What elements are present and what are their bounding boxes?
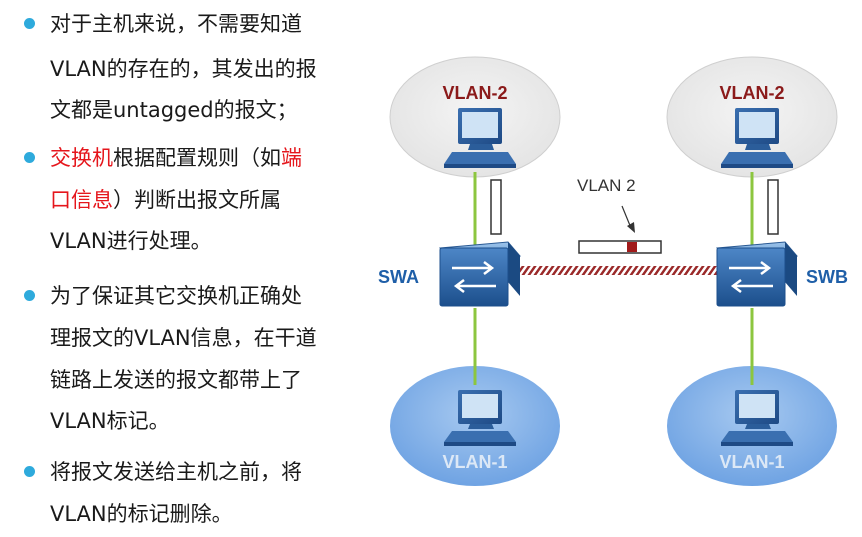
text-span: 将报文发送给主机之前，将 bbox=[50, 460, 302, 484]
bullet-line: 文都是untagged的报文； bbox=[50, 96, 298, 124]
vlan1-label-left: VLAN-1 bbox=[442, 452, 507, 472]
trunk-link bbox=[520, 266, 717, 275]
text-span: VLAN的存在的，其发出的报 bbox=[50, 57, 317, 81]
text-span: 为了保证其它交换机正确处 bbox=[50, 284, 302, 308]
pc-icon-vlan2-left bbox=[444, 108, 516, 168]
switch-label-swa: SWA bbox=[378, 267, 419, 287]
bullet-line: 为了保证其它交换机正确处 bbox=[50, 282, 302, 310]
bullet-line: VLAN进行处理。 bbox=[50, 227, 212, 255]
text-span-red: 口信息 bbox=[50, 188, 113, 212]
switch-swb-icon bbox=[715, 241, 799, 307]
text-span: ）判断出报文所属 bbox=[113, 188, 281, 212]
bullet-dot bbox=[24, 466, 35, 477]
text-span: VLAN的标记删除。 bbox=[50, 502, 233, 526]
text-span: VLAN标记。 bbox=[50, 409, 170, 433]
vlan-tag-marker bbox=[627, 242, 637, 252]
text-span: 理报文的VLAN信息，在干道 bbox=[50, 326, 317, 350]
frame-pointer bbox=[621, 205, 632, 229]
text-span: 根据配置规则（如 bbox=[113, 146, 281, 170]
text-span: 文都是untagged的报文； bbox=[50, 98, 298, 122]
text-span-red: 端 bbox=[281, 146, 302, 170]
switch-label-swb: SWB bbox=[806, 267, 848, 287]
text-span: VLAN进行处理。 bbox=[50, 229, 212, 253]
bullet-line: 交换机根据配置规则（如端 bbox=[50, 144, 302, 172]
tagged-frame bbox=[578, 240, 662, 254]
vlan1-label-right: VLAN-1 bbox=[719, 452, 784, 472]
pc-icon-vlan1-right bbox=[721, 390, 793, 446]
frame-label: VLAN 2 bbox=[577, 176, 636, 195]
bullet-line: VLAN的存在的，其发出的报 bbox=[50, 55, 317, 83]
bullet-line: 将报文发送给主机之前，将 bbox=[50, 458, 302, 486]
bullet-line: VLAN的标记删除。 bbox=[50, 500, 233, 528]
frame-pointer-arrowhead bbox=[627, 222, 635, 233]
bullet-dot bbox=[24, 290, 35, 301]
vlan2-label-right: VLAN-2 bbox=[719, 83, 784, 103]
text-span: 链路上发送的报文都带上了 bbox=[50, 368, 302, 392]
text-span: 对于主机来说，不需要知道 bbox=[50, 12, 302, 36]
text-span-red: 交换机 bbox=[50, 146, 113, 170]
bullet-dot bbox=[24, 152, 35, 163]
bullet-line: 口信息）判断出报文所属 bbox=[50, 186, 281, 214]
bullet-line: 对于主机来说，不需要知道 bbox=[50, 10, 302, 38]
bullet-line: 理报文的VLAN信息，在干道 bbox=[50, 324, 317, 352]
bullet-line: 链路上发送的报文都带上了 bbox=[50, 366, 302, 394]
pc-icon-vlan1-left bbox=[444, 390, 516, 446]
switch-swa-icon bbox=[438, 241, 522, 307]
pc-icon-vlan2-right bbox=[721, 108, 793, 168]
vlan2-label-left: VLAN-2 bbox=[442, 83, 507, 103]
untagged-frame-right bbox=[767, 179, 779, 235]
bullet-line: VLAN标记。 bbox=[50, 407, 170, 435]
bullet-dot bbox=[24, 18, 35, 29]
untagged-frame-left bbox=[490, 179, 502, 235]
